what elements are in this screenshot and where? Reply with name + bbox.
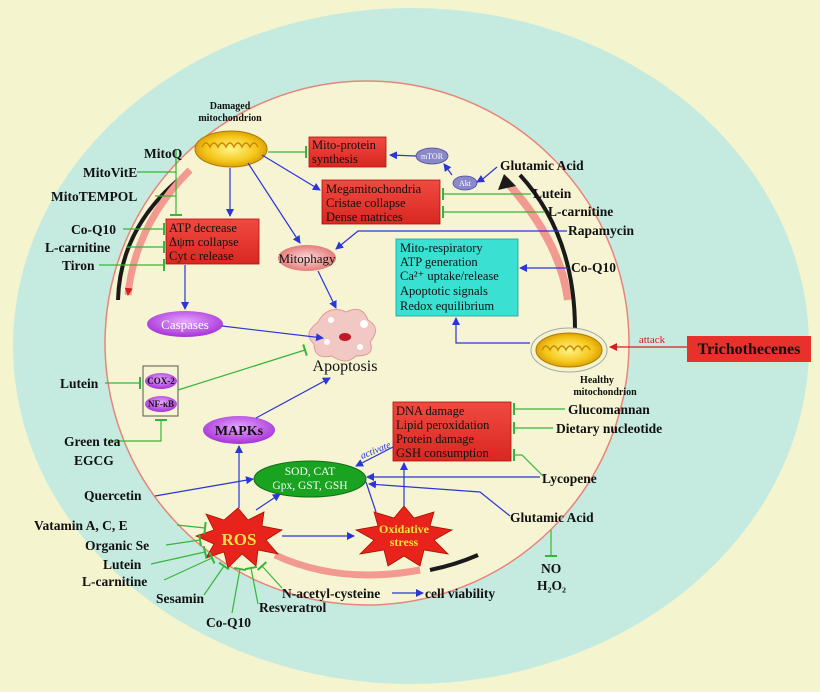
dna-line-1: DNA damage <box>396 404 465 418</box>
caspases-label: Caspases <box>161 317 209 332</box>
green-tea-label: Green tea <box>64 434 121 449</box>
atp-decrease-box <box>165 218 260 265</box>
healthy-mitochondrion-icon <box>535 332 603 368</box>
bottom-cycle-arc <box>429 553 479 572</box>
glucomannan-label: Glucomannan <box>568 402 650 417</box>
mito-protein-line-1: Mito-protein <box>312 138 377 152</box>
nac-label: N-acetyl-cysteine <box>282 586 380 601</box>
lcarnitine-left-label: L-carnitine <box>45 240 110 255</box>
dna-line-2: Lipid peroxidation <box>396 418 490 432</box>
megamito-line-1: Megamitochondria <box>326 182 422 196</box>
glutamic-acid-bottom-label: Glutamic Acid <box>510 510 594 525</box>
egcg-label: EGCG <box>74 453 114 468</box>
lutein-top-label: Lutein <box>533 186 572 201</box>
nfkb-node <box>145 396 177 412</box>
healthy-title-1: Healthy <box>580 375 614 386</box>
right-cycle-head <box>498 174 516 190</box>
caspases-node <box>147 311 223 337</box>
damaged-title-2: mitochondrion <box>198 113 262 124</box>
no-label: NO <box>541 561 561 576</box>
sesamin-label: Sesamin <box>156 591 205 606</box>
quercetin-label: Quercetin <box>84 488 142 503</box>
cox2-label: COX-2 <box>147 376 175 386</box>
mtor-label: mTOR <box>421 152 444 161</box>
atp-line-1: ATP decrease <box>169 221 237 235</box>
oxidative-line-1: Oxidative <box>379 522 430 536</box>
glutamic-acid-top-label: Glutamic Acid <box>500 158 584 173</box>
cell-viability-label: cell viability <box>425 586 495 601</box>
green-inhibition-lines <box>99 146 565 614</box>
mito-respiratory-box <box>395 238 519 317</box>
resp-line-1: Mito-respiratory <box>400 241 483 255</box>
bottom-cycle-band <box>273 551 421 579</box>
mapks-node <box>203 416 275 444</box>
dietary-nucleotide-label: Dietary nucleotide <box>556 421 662 436</box>
lutein-bottom-label: Lutein <box>103 557 142 572</box>
apoptotic-cell-icon <box>308 308 376 362</box>
atp-line-3: Cyt c release <box>169 249 234 263</box>
coq10-bottom-label: Co-Q10 <box>206 615 251 630</box>
trichothecenes-box <box>687 336 811 362</box>
mitophagy-label: Mitophagy <box>278 251 336 266</box>
resp-line-4: Apoptotic signals <box>400 284 488 298</box>
oxidative-line-2: stress <box>390 535 419 549</box>
atp-line-2: Δψm collapse <box>169 235 239 249</box>
damaged-cristae <box>201 142 259 149</box>
resp-line-3: Ca²⁺ uptake/release <box>400 269 499 283</box>
resp-line-5: Redox equilibrium <box>400 299 494 313</box>
mitoq-label: MitoQ <box>144 146 182 161</box>
ros-burst <box>194 507 284 569</box>
megamito-line-3: Dense matrices <box>326 210 403 224</box>
coq10-right-label: Co-Q10 <box>571 260 616 275</box>
megamito-box <box>321 179 441 225</box>
vitamin-label: Vatamin A, C, E <box>34 518 128 533</box>
right-cycle-arc <box>518 173 577 331</box>
akt-label: Akt <box>459 179 472 188</box>
dna-damage-box <box>392 401 512 462</box>
lycopene-label: Lycopene <box>542 471 597 486</box>
blue-arrows <box>154 151 568 597</box>
resveratrol-label: Resveratrol <box>259 600 326 615</box>
dna-line-3: Protein damage <box>396 432 475 446</box>
mito-protein-line-2: synthesis <box>312 152 358 166</box>
left-cycle-arc <box>116 178 180 301</box>
lcarnitine-bottom-label: L-carnitine <box>82 574 147 589</box>
oxidative-stress-burst <box>354 505 454 567</box>
lcarnitine-top-label: L-carnitine <box>548 204 613 219</box>
enzymes-line-2: Gpx, GST, GSH <box>272 480 347 492</box>
mitotempol-label: MitoTEMPOL <box>51 189 137 204</box>
akt-node <box>452 175 478 191</box>
rapamycin-label: Rapamycin <box>568 223 634 238</box>
dna-line-4: GSH consumption <box>396 446 489 460</box>
resp-line-2: ATP generation <box>400 255 478 269</box>
enzymes-line-1: SOD, CAT <box>285 466 335 478</box>
mapks-label: MAPKs <box>215 424 264 439</box>
attack-label: attack <box>639 334 666 346</box>
inflammation-box <box>142 365 179 417</box>
mito-protein-box <box>308 136 387 168</box>
healthy-title-2: mitochondrion <box>573 387 637 398</box>
damaged-title-1: Damaged <box>210 101 251 112</box>
right-cycle-band <box>502 177 572 301</box>
organic-se-label: Organic Se <box>85 538 149 553</box>
nfkb-label: NF-κB <box>148 399 174 409</box>
mitophagy-node <box>278 245 336 271</box>
apoptosis-label: Apoptosis <box>313 358 378 375</box>
damaged-mitochondrion-icon <box>194 130 268 168</box>
megamito-line-2: Cristae collapse <box>326 196 406 210</box>
tiron-label: Tiron <box>62 258 95 273</box>
mitovite-label: MitoVitE <box>83 165 137 180</box>
lutein-mid-label: Lutein <box>60 376 99 391</box>
trichothecenes-label: Trichothecenes <box>698 341 801 358</box>
coq10-left-label: Co-Q10 <box>71 222 116 237</box>
cox2-node <box>145 373 177 389</box>
h2o2-label: H₂O₂ <box>537 578 566 593</box>
ros-label: ROS <box>222 530 257 549</box>
healthy-cristae <box>541 345 591 352</box>
